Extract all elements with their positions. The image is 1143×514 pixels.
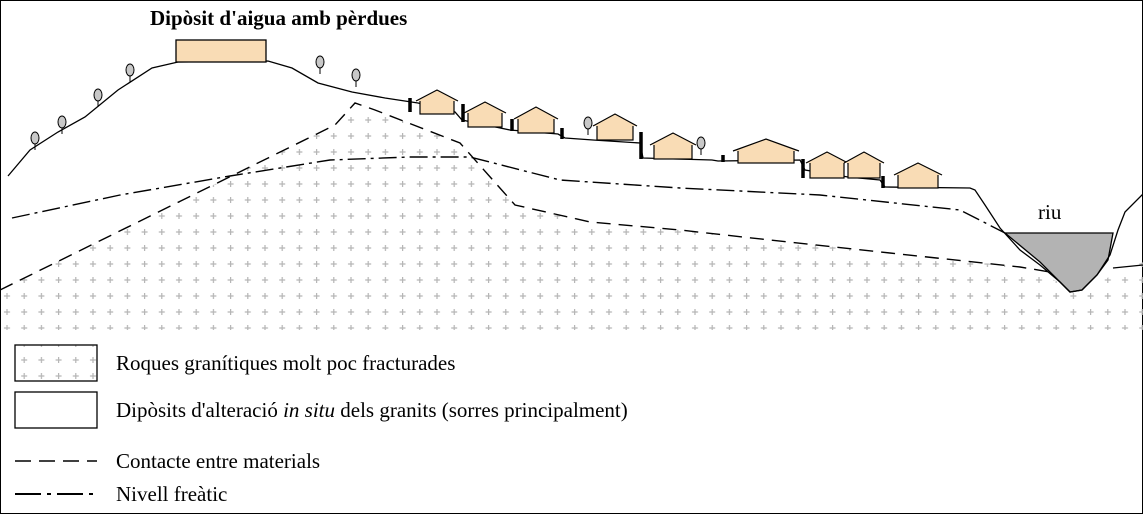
water-tank xyxy=(175,39,267,63)
tree-icon xyxy=(30,131,40,150)
retaining-walls xyxy=(408,98,885,188)
house-icon xyxy=(649,132,697,160)
tree-icon xyxy=(583,116,593,135)
house-icon xyxy=(805,151,849,179)
legend: Roques granítiques molt poc fracturades … xyxy=(14,344,628,506)
legend-granite-label: Roques granítiques molt poc fracturades xyxy=(116,351,455,375)
tree-icon xyxy=(696,136,706,155)
legend-alteration-label: Dipòsits d'alteració in situ dels granit… xyxy=(116,398,628,422)
house-icon xyxy=(415,89,459,115)
legend-item-granite: Roques granítiques molt poc fracturades xyxy=(14,344,455,382)
tree-icon xyxy=(93,88,103,107)
legend-item-alteration: Dipòsits d'alteració in situ dels granit… xyxy=(14,391,628,429)
granite-region xyxy=(0,103,1143,330)
house-icon xyxy=(513,106,559,134)
house-icon xyxy=(592,113,638,141)
trees xyxy=(30,55,706,155)
tree-icon xyxy=(57,115,67,134)
tree-icon xyxy=(125,63,135,82)
diagram-title: Dipòsit d'aigua amb pèrdues xyxy=(150,6,407,30)
right-bank-line xyxy=(1112,264,1143,269)
house-icon xyxy=(843,151,885,179)
legend-contact-label: Contacte entre materials xyxy=(116,449,320,473)
river-label: riu xyxy=(1038,200,1062,224)
house-icon xyxy=(463,101,507,128)
legend-item-water-table: Nivell freàtic xyxy=(15,482,227,506)
legend-item-contact: Contacte entre materials xyxy=(15,449,320,473)
houses xyxy=(415,89,943,189)
legend-water-table-label: Nivell freàtic xyxy=(116,482,227,506)
alteration-swatch xyxy=(14,391,98,429)
granite-swatch xyxy=(14,344,98,382)
contact-line xyxy=(0,102,1051,291)
tree-icon xyxy=(351,68,361,87)
house-icon xyxy=(893,162,943,189)
tree-icon xyxy=(315,55,325,74)
house-icon xyxy=(732,138,800,164)
